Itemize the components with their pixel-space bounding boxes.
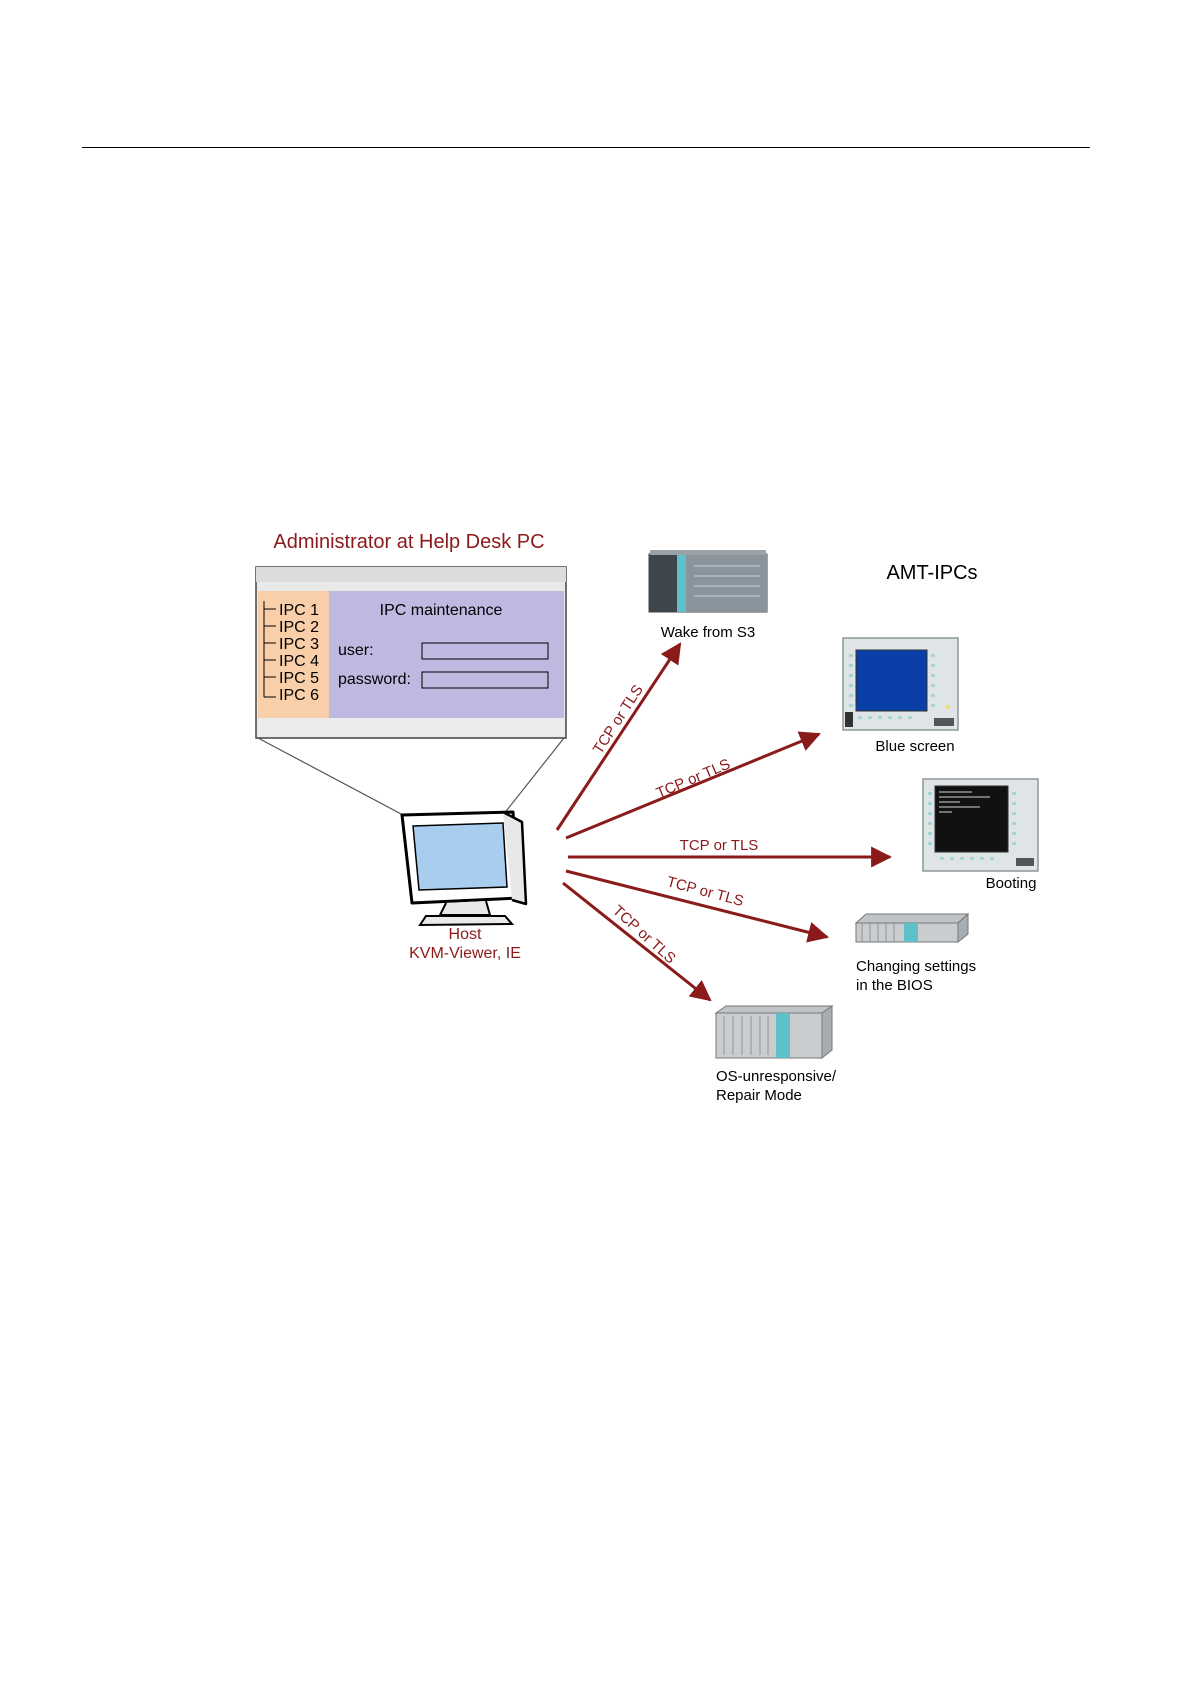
conn-label-wake: TCP or TLS xyxy=(590,682,647,757)
label-os-2: Repair Mode xyxy=(716,1087,802,1104)
user-label: user: xyxy=(338,642,374,659)
conn-label-booting: TCP or TLS xyxy=(680,837,759,854)
form-title: IPC maintenance xyxy=(380,602,503,619)
user-field[interactable] xyxy=(422,643,548,659)
admin-title: Administrator at Help Desk PC xyxy=(273,531,544,553)
label-os-1: OS-unresponsive/ xyxy=(716,1068,837,1085)
label-bios-2: in the BIOS xyxy=(856,977,933,994)
arrow-wake xyxy=(557,644,680,830)
label-blue-screen: Blue screen xyxy=(875,738,954,755)
label-bios-1: Changing settings xyxy=(856,958,976,975)
zoom-line-left xyxy=(258,738,403,815)
os-device-icon xyxy=(716,1006,832,1058)
conn-label-bios: TCP or TLS xyxy=(665,873,745,910)
conn-label-os: TCP or TLS xyxy=(609,902,679,967)
label-wake: Wake from S3 xyxy=(661,624,755,641)
bios-device-icon xyxy=(856,914,968,942)
host-sublabel: KVM-Viewer, IE xyxy=(409,945,521,962)
tree-item-ipc2[interactable]: IPC 2 xyxy=(279,619,319,636)
password-label: password: xyxy=(338,671,411,688)
password-field[interactable] xyxy=(422,672,548,688)
blue-screen-device-icon xyxy=(843,638,958,730)
host-label: Host xyxy=(449,926,482,943)
tree-item-ipc5[interactable]: IPC 5 xyxy=(279,670,319,687)
conn-label-blue-screen: TCP or TLS xyxy=(654,756,733,802)
help-desk-window: IPC 1 IPC 2 IPC 3 IPC 4 IPC 5 IPC 6 IPC … xyxy=(256,567,566,738)
tree-item-ipc4[interactable]: IPC 4 xyxy=(279,653,319,670)
zoom-line-right xyxy=(503,738,564,815)
wake-device-icon xyxy=(649,550,767,612)
label-booting: Booting xyxy=(986,875,1037,892)
tree-item-ipc1[interactable]: IPC 1 xyxy=(279,602,319,619)
amt-title: AMT-IPCs xyxy=(886,562,977,584)
booting-device-icon xyxy=(923,779,1038,871)
tree-item-ipc6[interactable]: IPC 6 xyxy=(279,687,319,704)
tree-item-ipc3[interactable]: IPC 3 xyxy=(279,636,319,653)
host-monitor-icon xyxy=(402,812,526,925)
